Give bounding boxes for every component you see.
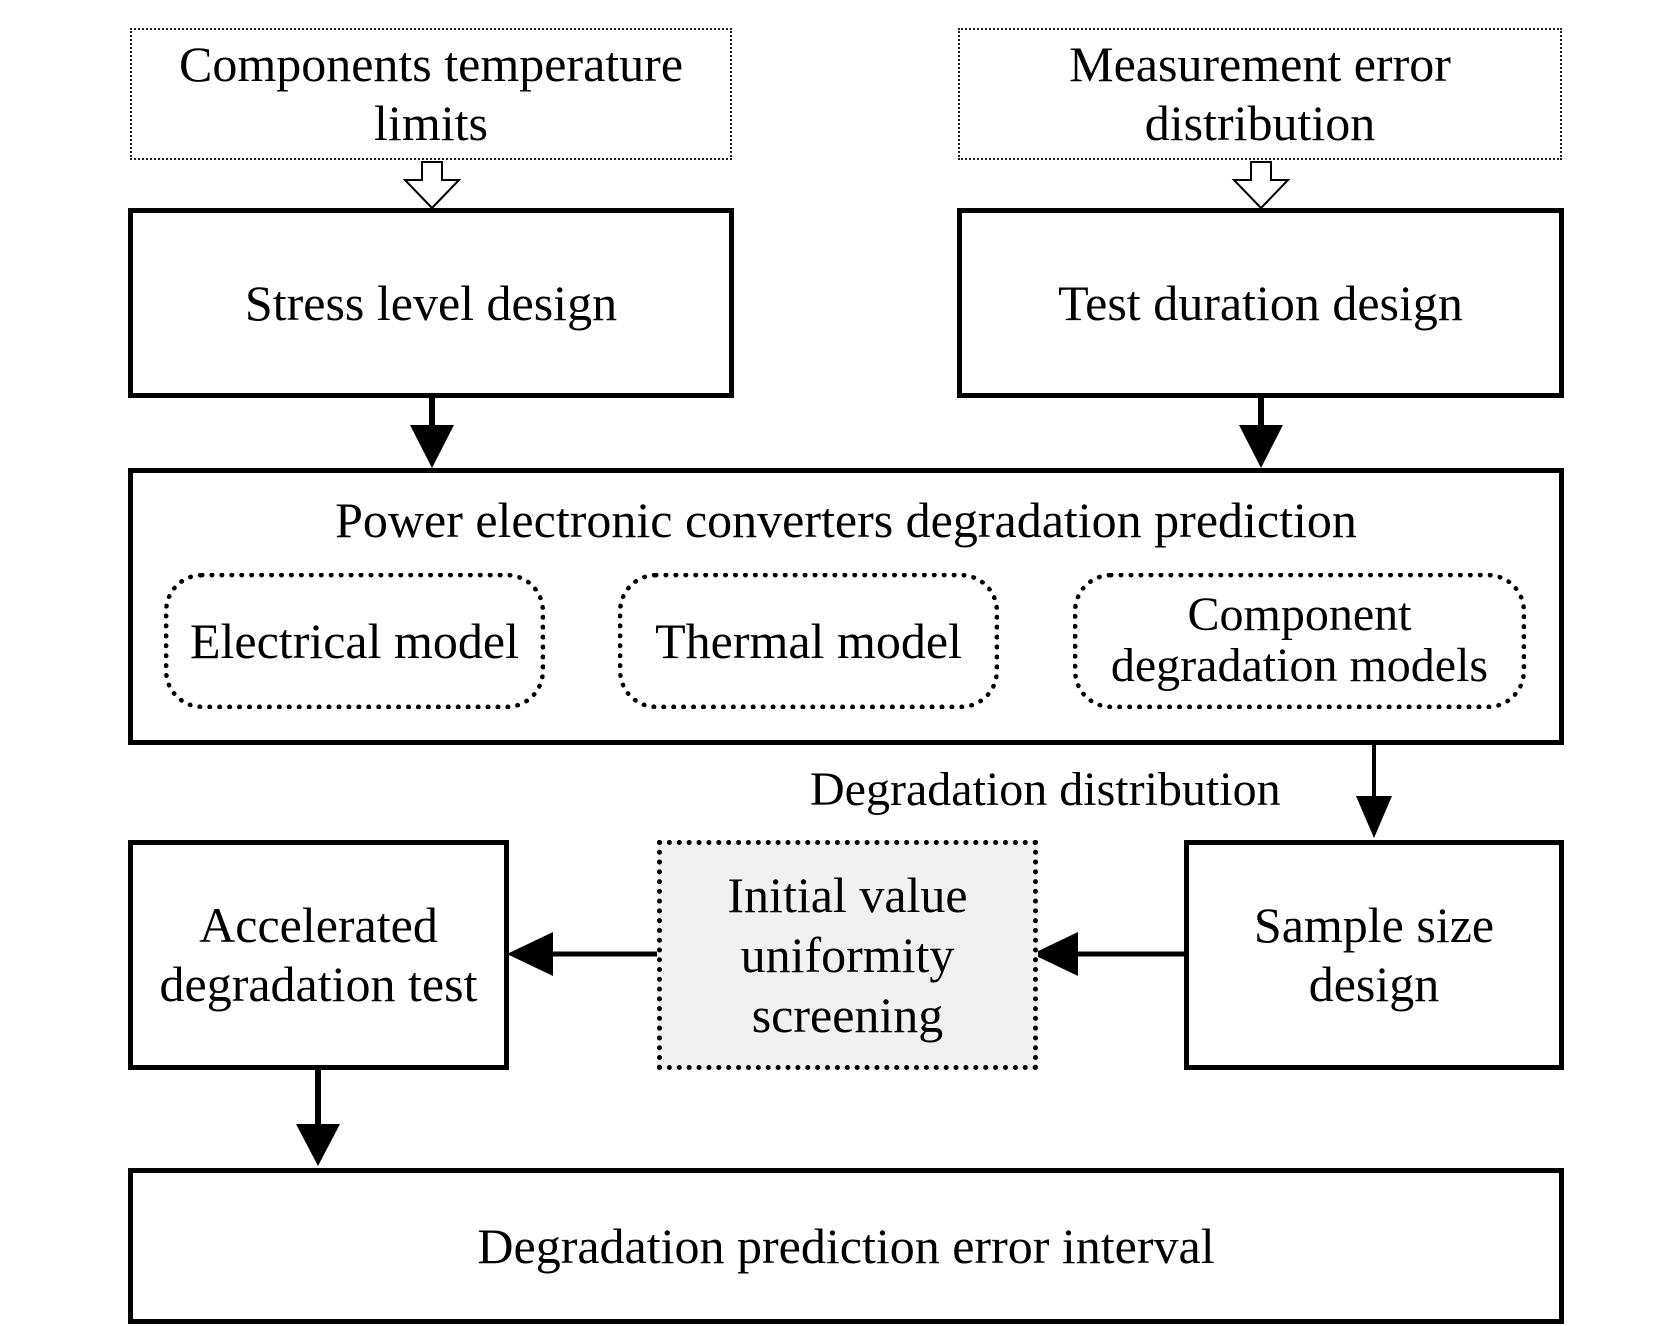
node-label: Stress level design	[244, 274, 618, 331]
node-test-duration-design: Test duration design	[957, 208, 1564, 398]
node-stress-level-design: Stress level design	[128, 208, 734, 398]
node-electrical-model: Electrical model	[164, 573, 545, 709]
node-sample-size-design: Sample size design	[1184, 840, 1564, 1070]
node-label-line: uniformity	[740, 927, 955, 983]
node-components-temperature-limits: Components temperature limits	[130, 28, 732, 160]
node-label-line: screening	[751, 987, 944, 1043]
arrow-prediction-to-sample-size	[1356, 744, 1392, 838]
node-label-line: limits	[374, 95, 488, 151]
arrow-stress-to-prediction	[410, 397, 454, 468]
node-component-degradation-models: Component degradation models	[1073, 573, 1526, 709]
node-label-line: design	[1308, 956, 1440, 1012]
node-label-line: Sample size	[1253, 897, 1495, 953]
node-label-line: Components temperature	[178, 36, 684, 92]
node-accelerated-degradation-test: Accelerated degradation test	[128, 840, 509, 1070]
node-label-line: degradation models	[1110, 639, 1489, 692]
node-initial-value-uniformity-screening: Initial value uniformity screening	[657, 840, 1038, 1070]
node-label-line: Measurement error	[1069, 36, 1451, 92]
node-label-line: Initial value	[727, 867, 968, 923]
node-thermal-model: Thermal model	[618, 573, 999, 709]
edge-label-degradation-distribution: Degradation distribution	[810, 763, 1281, 816]
arrow-duration-to-prediction	[1239, 397, 1283, 468]
node-label: Degradation prediction error interval	[477, 1217, 1215, 1274]
node-degradation-prediction: Power electronic converters degradation …	[128, 468, 1564, 745]
node-label-line: distribution	[1144, 95, 1376, 151]
arrow-sample-size-to-screening	[1032, 932, 1184, 976]
arrow-accelerated-to-error-interval	[296, 1066, 340, 1166]
arrow-screening-to-accelerated	[507, 932, 657, 976]
node-label-line: Accelerated	[199, 897, 438, 953]
node-label: Thermal model	[655, 612, 962, 669]
node-degradation-prediction-error-interval: Degradation prediction error interval	[128, 1168, 1564, 1324]
node-label-line: Component	[1187, 588, 1412, 642]
node-label-line: degradation test	[159, 956, 478, 1012]
node-label: Test duration design	[1058, 274, 1463, 331]
node-measurement-error-distribution: Measurement error distribution	[958, 28, 1562, 160]
node-title: Power electronic converters degradation …	[335, 492, 1357, 548]
hollow-arrow-meas-to-duration	[1231, 161, 1291, 210]
node-label: Electrical model	[189, 612, 519, 669]
hollow-arrow-temp-to-stress	[402, 161, 462, 210]
